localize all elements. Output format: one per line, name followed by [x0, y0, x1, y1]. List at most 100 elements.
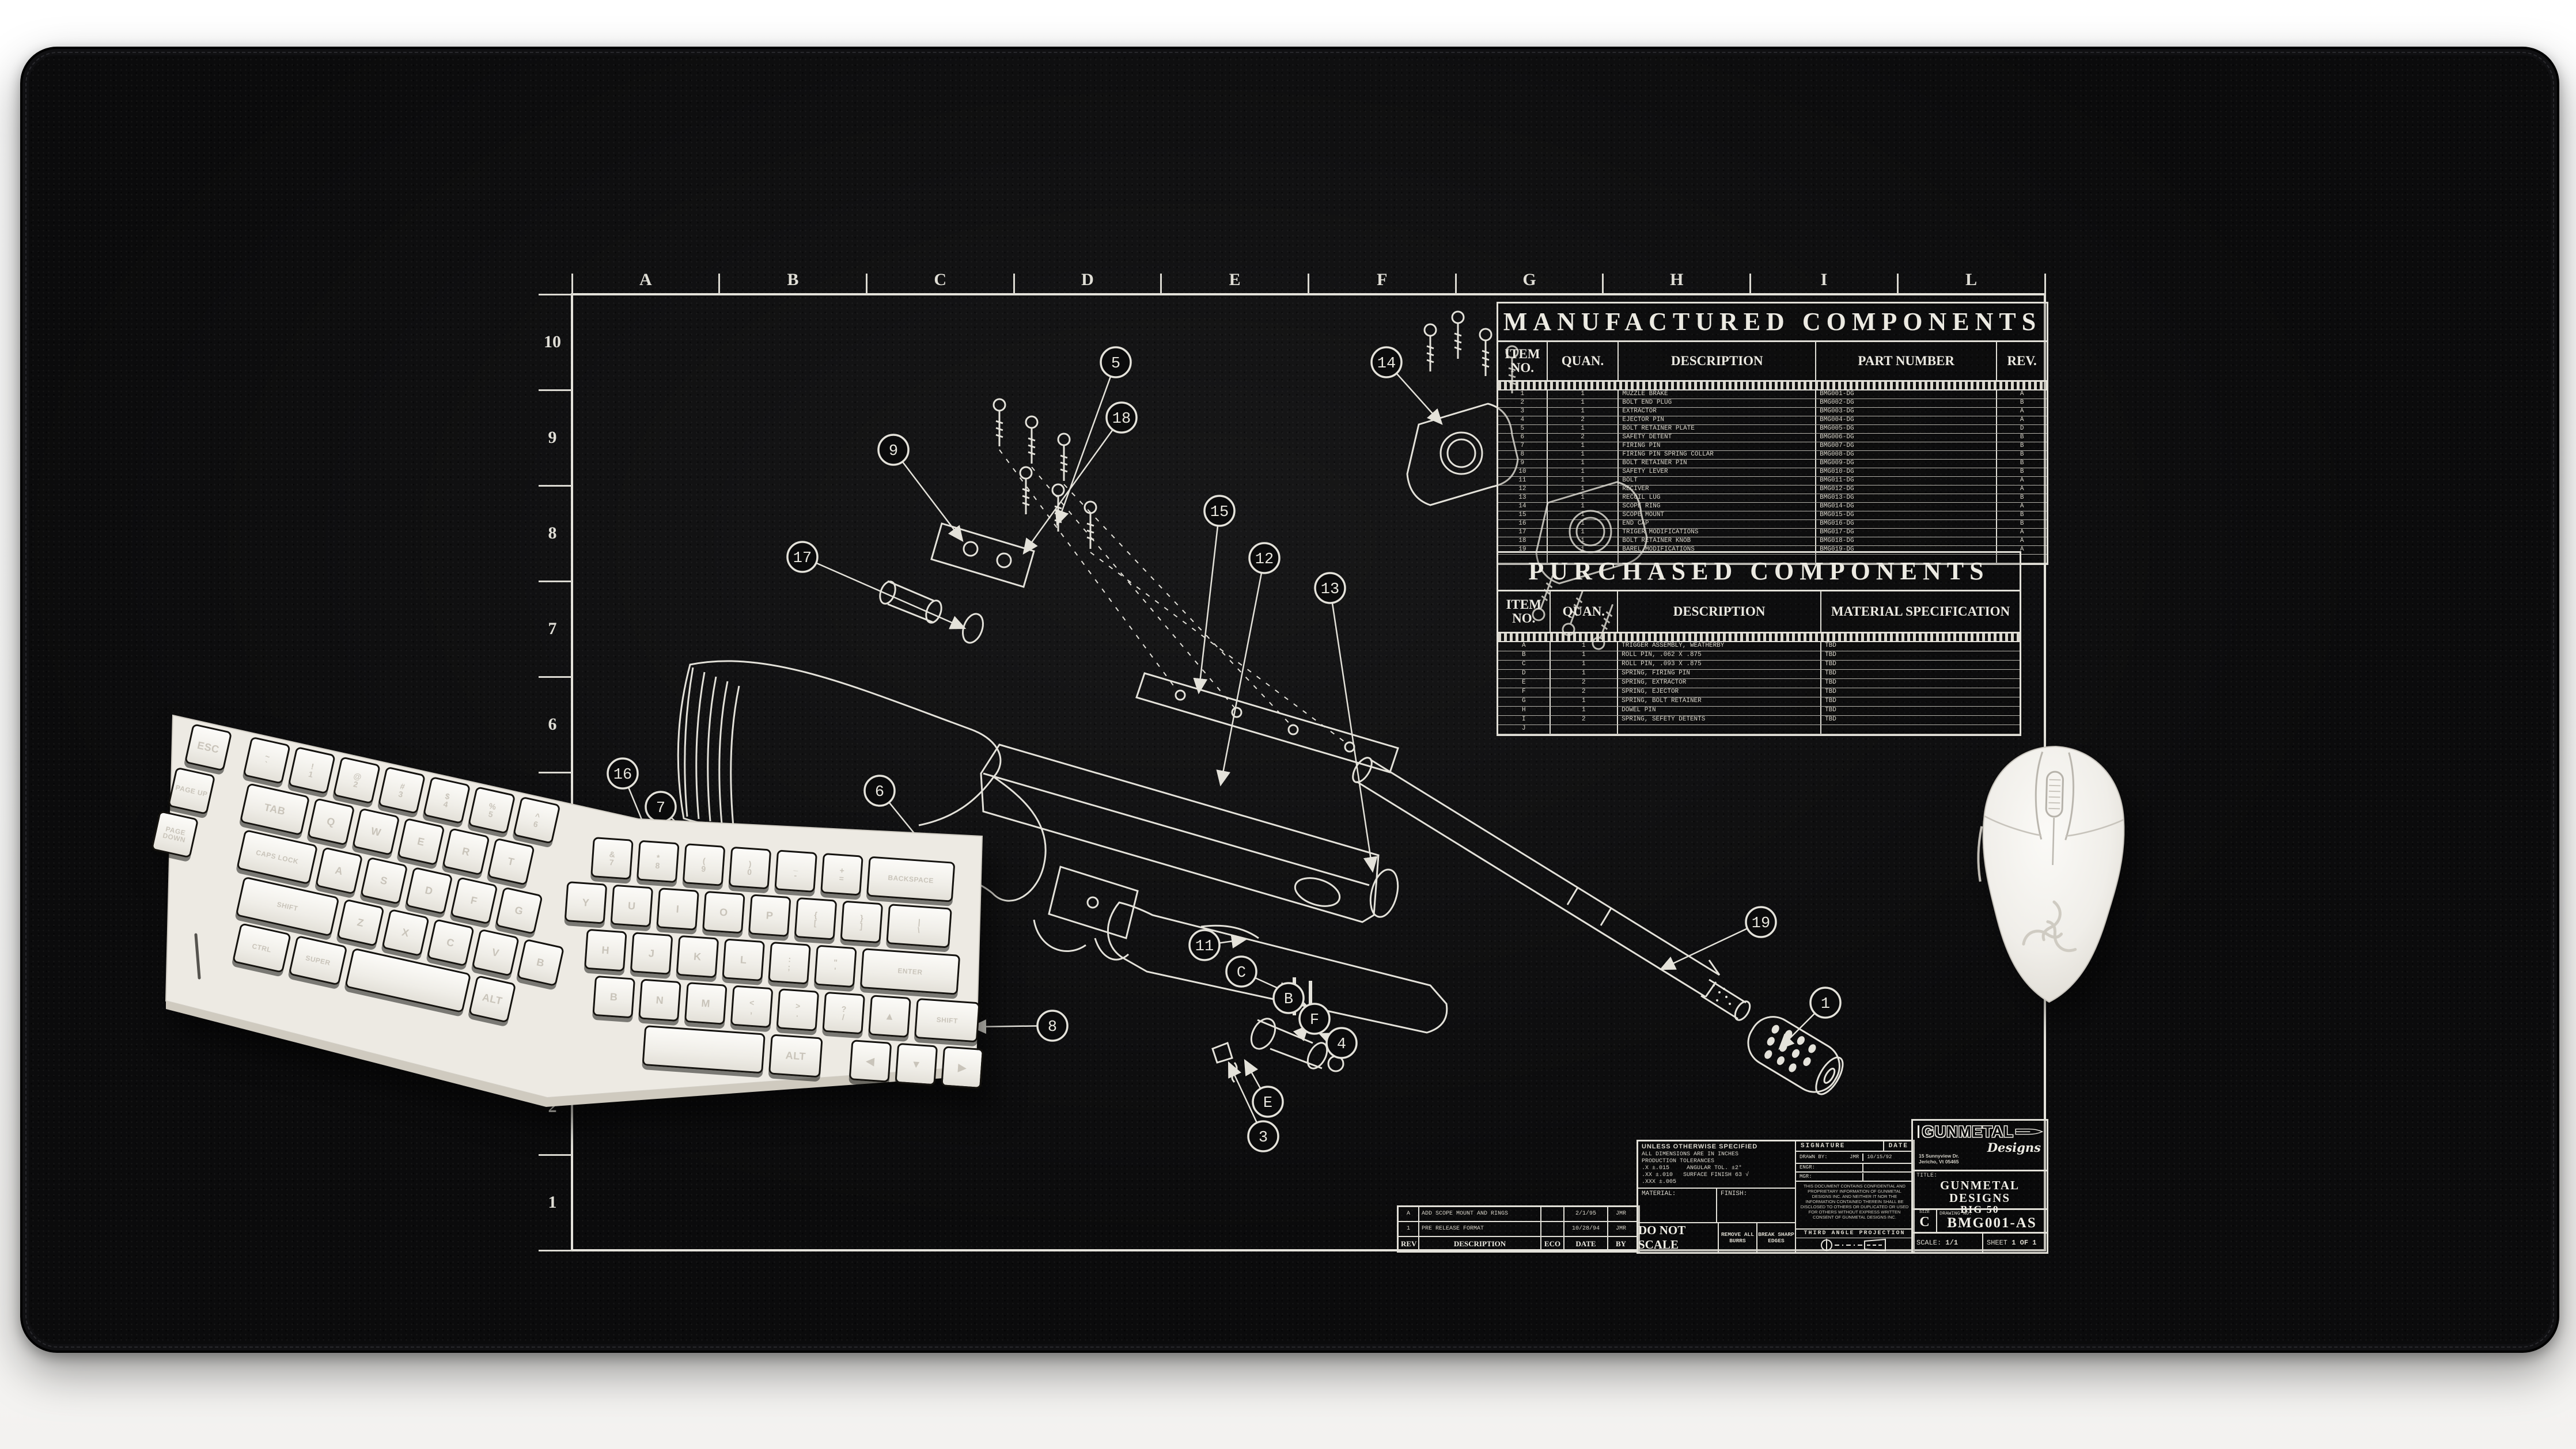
table-cell: EXTRACTOR: [1619, 408, 1817, 416]
zone-letter: A: [639, 270, 652, 289]
zone-tick: [1160, 274, 1162, 294]
zone-tick: [539, 484, 572, 487]
hatch-separator: [1498, 634, 2020, 642]
key-;: :;: [768, 941, 811, 985]
table-cell: 2: [1551, 679, 1619, 688]
table-cell: BOLT END PLUG: [1619, 399, 1817, 407]
table-cell: ROLL PIN, .062 X .875: [1618, 651, 1822, 660]
third-angle-projection-icon: [1820, 1238, 1886, 1252]
table-cell: TRIGER MODIFICATIONS: [1619, 529, 1817, 537]
table-cell: A: [2020, 529, 2024, 536]
table-cell: BMG008-DG: [1816, 451, 1998, 459]
table-cell: SAFETY DETENT: [1619, 434, 1817, 442]
table-cell: [1498, 555, 1548, 563]
callout-leader: [1396, 373, 1443, 425]
muzzle-brake: [1747, 1016, 1844, 1095]
key-2: @2: [332, 756, 381, 805]
col-header: QUAN.: [1551, 591, 1619, 632]
key-enter: ENTER: [859, 948, 961, 995]
col-header: PART NUMBER: [1816, 342, 1998, 380]
table-cell: TRIGGER ASSEMBLY, WEATHERBY: [1618, 642, 1822, 651]
key-d: D: [405, 866, 453, 915]
revision-cell: A: [1399, 1207, 1419, 1221]
revision-cell: DATE: [1564, 1237, 1608, 1251]
key-i: I: [656, 887, 699, 931]
do-not-scale-label: DO NOT SCALE: [1638, 1223, 1719, 1252]
key-esc: ESC: [184, 723, 233, 772]
hatch-separator: [1498, 382, 2047, 390]
zone-letter: L: [1965, 270, 1978, 289]
callout-label: F: [1310, 1012, 1319, 1029]
table-cell: TBD: [1825, 679, 1836, 686]
key-w: W: [352, 807, 400, 856]
callout-balloon: [1809, 987, 1842, 1019]
table-cell: A: [2020, 485, 2024, 492]
table-cell: TBD: [1825, 707, 1836, 714]
callout-label: 18: [1112, 411, 1131, 428]
logo-bars-icon: [1918, 1125, 1919, 1138]
callout-label: 5: [1111, 355, 1120, 373]
callout-label: 13: [1321, 581, 1339, 598]
callout-leader: [1778, 1012, 1816, 1050]
projection-label: THIRD ANGLE PROJECTION: [1796, 1230, 1913, 1238]
col-header: REV.: [2007, 354, 2037, 368]
zone-number: 10: [544, 332, 561, 351]
brand-address: 15 Sunnyview Dr. Jericho, Vt 05465: [1919, 1153, 1959, 1164]
bullet-icon: [2015, 1128, 2043, 1135]
revision-cell: 10/28/94: [1564, 1222, 1608, 1236]
key-h: H: [584, 928, 627, 972]
table-cell: TBD: [1825, 651, 1836, 658]
receiver-outline: [980, 744, 1399, 923]
callout-label: 8: [1048, 1019, 1057, 1036]
table-cell: SCOPE RING: [1619, 503, 1817, 511]
table-cell: 1: [1548, 546, 1619, 554]
revision-cell: PRE RELEASE FORMAT: [1419, 1222, 1541, 1236]
table-cell: I: [1498, 716, 1551, 724]
zone-number: 8: [548, 524, 557, 543]
table-cell: BMG001-DG: [1816, 390, 1998, 399]
key-a: A: [315, 847, 363, 895]
key-r: R: [442, 828, 490, 876]
key-alt: ALT: [468, 975, 517, 1023]
table-cell: 17: [1498, 529, 1548, 537]
table-cell: BMG010-DG: [1816, 468, 1998, 476]
table-cell: C: [1498, 661, 1551, 669]
table-cell: 1: [1548, 537, 1619, 545]
key-backspace: BACKSPACE: [866, 856, 956, 902]
table-cell: 2: [1551, 716, 1619, 724]
key-/: ?/: [822, 991, 866, 1035]
callout-balloon: [1314, 572, 1346, 604]
zone-tick: [539, 771, 572, 773]
drawn-by-value: JMR: [1850, 1154, 1859, 1160]
table-cell: RECIVER: [1619, 485, 1817, 494]
key-q: Q: [306, 798, 355, 846]
table-cell: 2: [1498, 399, 1548, 407]
table-cell: B: [2020, 399, 2024, 406]
callout-balloon: [1036, 1010, 1069, 1042]
zone-letter: G: [1522, 270, 1536, 289]
zone-letter: E: [1229, 270, 1241, 289]
callout-balloon: [1105, 401, 1138, 434]
table-cell: A: [2020, 416, 2024, 423]
zone-tick: [2044, 274, 2046, 294]
table-cell: 15: [1498, 511, 1548, 519]
bolt-retainer-plate: [930, 522, 1035, 588]
table-cell: 10: [1498, 468, 1548, 476]
table-cell: [1816, 555, 1998, 563]
key-1: !1: [287, 746, 336, 795]
table-cell: [1618, 725, 1822, 734]
col-header: ITEM NO.: [1498, 591, 1551, 632]
key-b: B: [592, 975, 636, 1019]
table-cell: 1: [1548, 477, 1619, 485]
table-cell: FIRING PIN: [1619, 442, 1817, 450]
zone-letter: H: [1670, 270, 1684, 289]
key-': "': [813, 944, 857, 988]
table-cell: 1: [1548, 520, 1619, 528]
table-cell: A: [2020, 546, 2024, 553]
